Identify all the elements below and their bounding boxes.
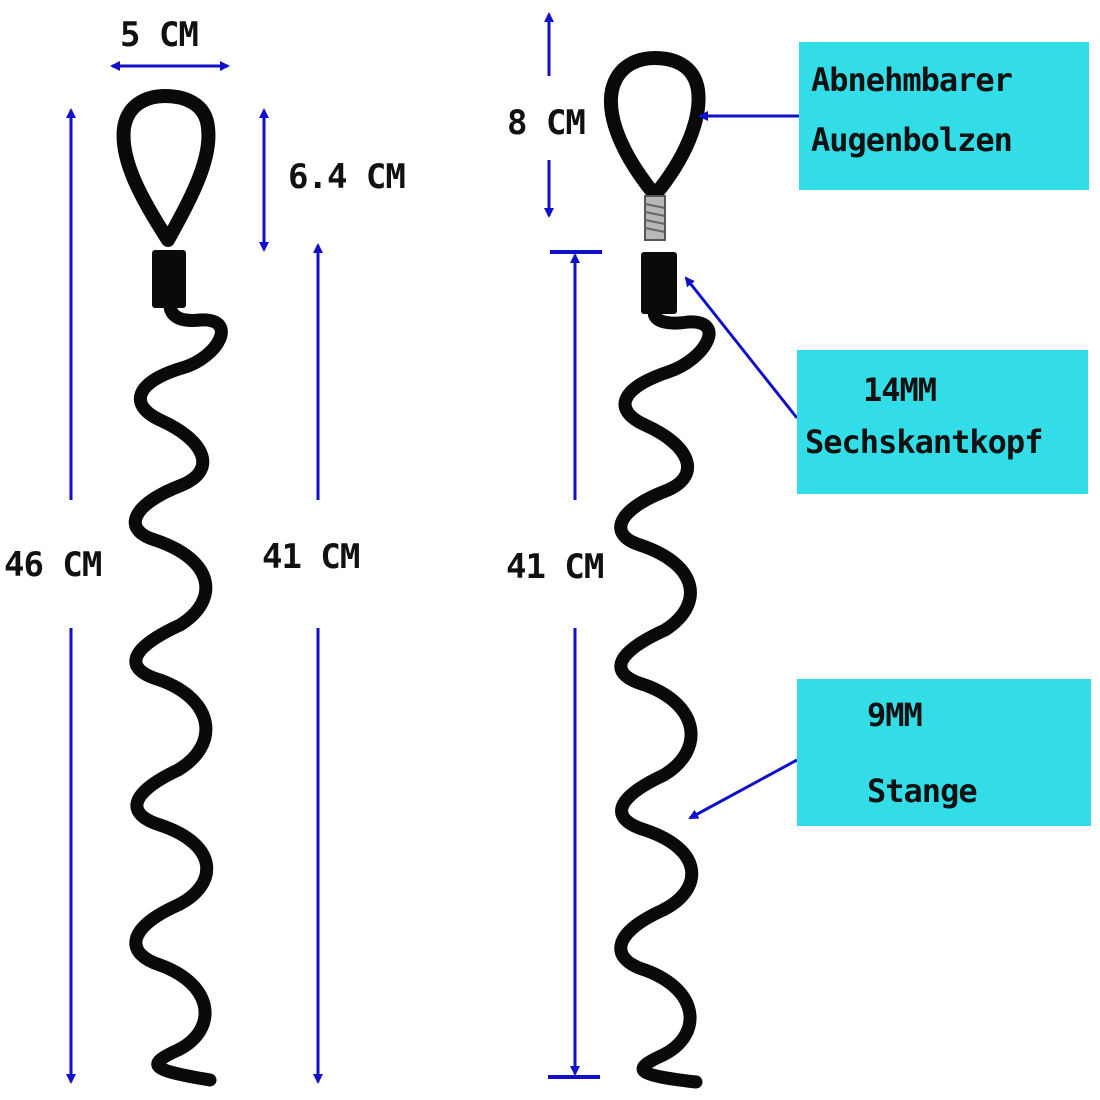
rod-callout-line1: 9MM (867, 696, 923, 734)
right-spiral-rod (614, 301, 716, 1089)
eye-bolt-callout-line1: Abnehmbarer (811, 61, 1013, 99)
left-eye-height-label: 6.4 CM (288, 157, 406, 197)
right-spiral-length-label: 41 CM (506, 547, 604, 587)
left-spiral-rod (128, 293, 228, 1087)
eye-bolt-callout: Abnehmbarer Augenbolzen (799, 42, 1089, 190)
right-ground-anchor (603, 51, 716, 1089)
hex-head-callout-line1: 14MM (863, 371, 937, 409)
eye-bolt-callout-line2: Augenbolzen (811, 121, 1013, 159)
right-hex-head (641, 252, 677, 314)
hex-head-callout: 14MM Sechskantkopf (797, 350, 1088, 494)
right-eye-bolt-thread (644, 195, 666, 241)
right-eye-loop (603, 51, 706, 202)
left-spiral-length-label: 41 CM (262, 537, 360, 577)
right-bolt-height-label: 8 CM (507, 103, 586, 143)
left-eye-loop (116, 89, 216, 247)
rod-callout-line2: Stange (867, 772, 978, 810)
rod-callout: 9MM Stange (797, 679, 1091, 826)
left-width-label: 5 CM (120, 15, 199, 55)
left-hex-collar (152, 250, 186, 308)
hex-head-pointer (684, 276, 799, 419)
left-total-length-label: 46 CM (4, 545, 102, 585)
rod-pointer (688, 758, 798, 820)
left-ground-anchor (116, 89, 228, 1087)
hex-head-callout-line2: Sechskantkopf (805, 423, 1043, 461)
